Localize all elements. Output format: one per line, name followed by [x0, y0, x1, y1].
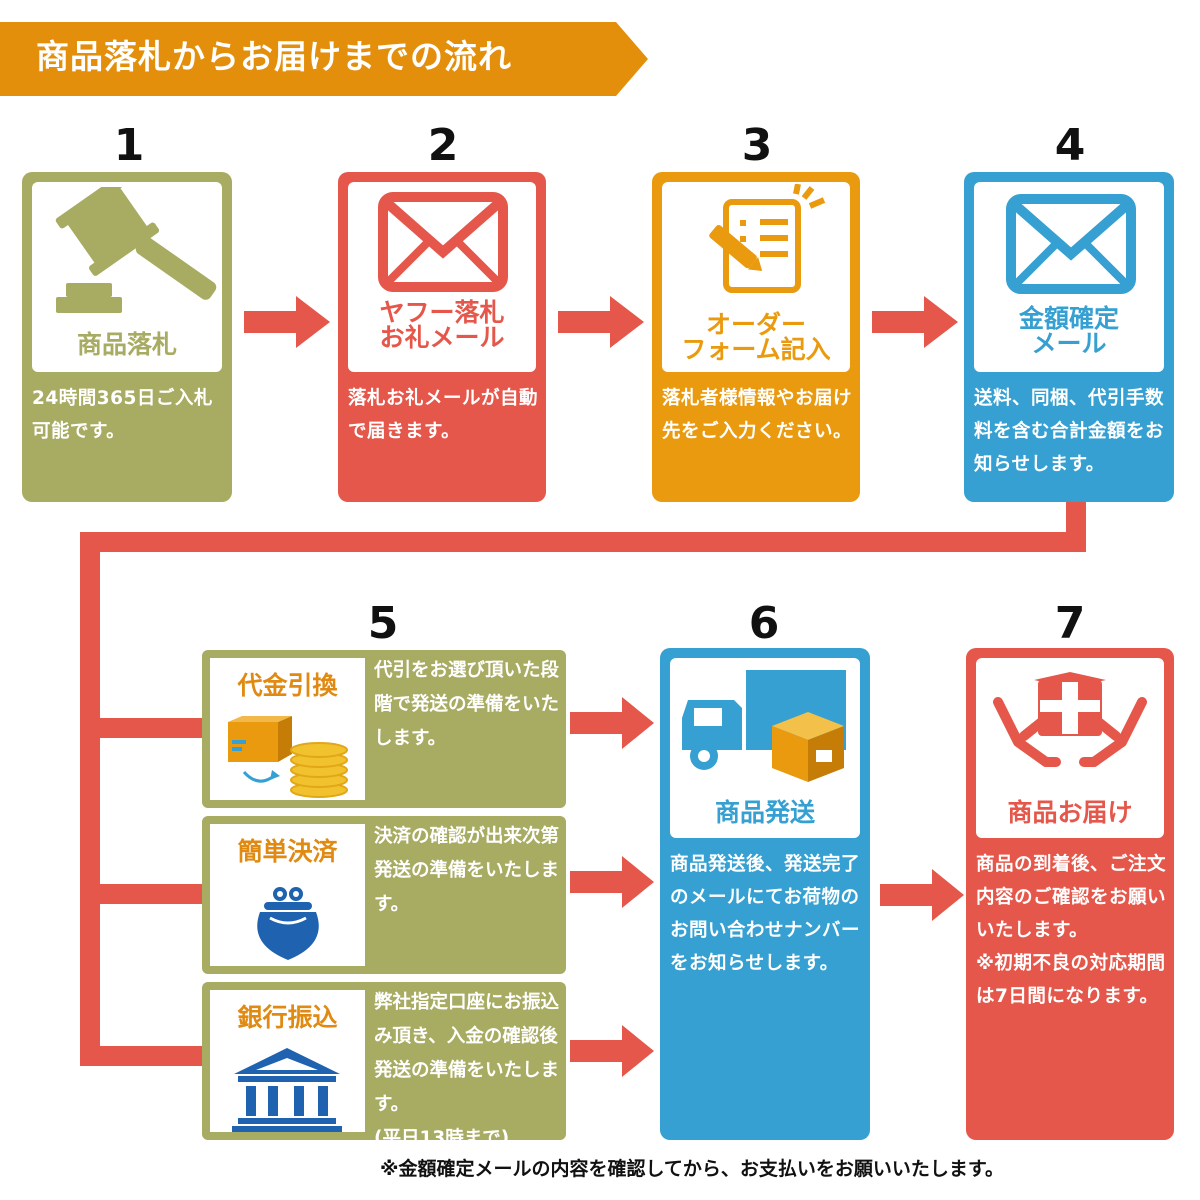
step-number-7: 7 [1054, 598, 1086, 649]
step-1-icon-panel: 商品落札 [32, 182, 222, 372]
step-number-2: 2 [427, 120, 459, 171]
step-6-description: 商品発送後、発送完了のメールにてお荷物のお問い合わせナンバーをお知らせします。 [670, 854, 861, 974]
step-2-description: 落札お礼メールが自動で届きます。 [348, 388, 539, 442]
step-3-label: オーダー フォーム記入 [681, 310, 831, 364]
step-card-3: オーダー フォーム記入 落札者様情報やお届け先をご入力ください。 [652, 172, 860, 502]
step-7-description: 商品の到着後、ご注文内容のご確認をお願いいたします。 ※初期不良の対応期間は7日… [976, 854, 1167, 1007]
step-4-description: 送料、同梱、代引手数料を含む合計金額をお知らせします。 [974, 388, 1165, 475]
step-3-icon-panel: オーダー フォーム記入 [662, 182, 850, 372]
step-1-description: 24時間365日ご入札可能です。 [32, 388, 213, 442]
envelope-icon [378, 192, 508, 292]
connector-to-payment-1 [80, 718, 204, 738]
step-number-6: 6 [748, 598, 780, 649]
payment-option-bank: 銀行振込 弊社指定口座にお振込み頂き、入金の確認後発送の準備をいたします。 (平… [202, 982, 566, 1149]
truck-box-icon [682, 670, 846, 782]
step-4-label: 金額確定 メール [1018, 304, 1119, 358]
step-6-icon-panel: 商品発送 [670, 658, 860, 838]
payment-easy-label: 簡単決済 [237, 837, 338, 866]
arrow-3-4 [872, 296, 958, 348]
step-number-1: 1 [113, 120, 145, 171]
connector-horizontal [80, 532, 1086, 552]
step-card-7: 商品お届け 商品の到着後、ご注文内容のご確認をお願いいたします。 ※初期不良の対… [966, 648, 1174, 1140]
step-3-description: 落札者様情報やお届け先をご入力ください。 [662, 388, 853, 442]
payment-cod-label: 代金引換 [237, 671, 338, 700]
connector-to-payment-3 [80, 1046, 204, 1066]
payment-easy-icon-panel: 簡単決済 [210, 824, 365, 966]
gavel-icon [55, 187, 217, 313]
connector-to-payment-2 [80, 884, 204, 904]
step-2-label: ヤフー落札 お礼メール [379, 298, 505, 352]
arrow-6-7 [880, 869, 964, 921]
arrow-1-2 [244, 296, 330, 348]
cash-on-delivery-icon [228, 716, 348, 798]
payment-cod-description: 代引をお選び頂いた段階で発送の準備をいたします。 [374, 660, 560, 749]
step-4-icon-panel: 金額確定 メール [974, 182, 1164, 372]
step-1-label: 商品落札 [76, 330, 177, 359]
connector-vertical-left [80, 532, 100, 1066]
form-pencil-icon [709, 184, 826, 293]
arrow-2-3 [558, 296, 644, 348]
payment-option-easy: 簡単決済 決済の確認が出来次第発送の準備をいたします。 [202, 816, 566, 974]
page-title: 商品落札からお届けまでの流れ [36, 37, 512, 76]
arrow-easy-6 [570, 856, 654, 908]
payment-bank-icon-panel: 銀行振込 [210, 990, 365, 1132]
header-banner [0, 22, 648, 96]
step-card-1: 商品落札 24時間365日ご入札可能です。 [22, 172, 232, 502]
arrow-cod-6 [570, 697, 654, 749]
bank-icon [232, 1048, 342, 1132]
coin-purse-icon [257, 887, 319, 960]
step-7-icon-panel: 商品お届け [976, 658, 1164, 838]
header-banner-shape [0, 22, 648, 96]
envelope-icon [1006, 194, 1136, 294]
payment-easy-description: 決済の確認が出来次第発送の準備をいたします。 [374, 826, 560, 915]
step-number-5: 5 [367, 598, 399, 649]
step-2-icon-panel: ヤフー落札 お礼メール [348, 182, 536, 372]
arrow-bank-6 [570, 1025, 654, 1077]
payment-cod-icon-panel: 代金引換 [210, 658, 365, 800]
step-card-2: ヤフー落札 お礼メール 落札お礼メールが自動で届きます。 [338, 172, 546, 502]
payment-option-cod: 代金引換 代引をお選び頂いた段階で発送の準備をいたします。 [202, 650, 566, 808]
step-number-3: 3 [741, 120, 773, 171]
step-number-4: 4 [1054, 120, 1086, 171]
payment-bank-description: 弊社指定口座にお振込み頂き、入金の確認後発送の準備をいたします。 (平日13時ま… [374, 992, 560, 1149]
payment-bank-label: 銀行振込 [237, 1003, 338, 1032]
step-7-label: 商品お届け [1007, 798, 1133, 827]
step-6-label: 商品発送 [714, 798, 815, 827]
hands-box-icon [993, 672, 1147, 767]
footnote: ※金額確定メールの内容を確認してから、お支払いをお願いいたします。 [380, 1158, 1005, 1180]
step-card-4: 金額確定 メール 送料、同梱、代引手数料を含む合計金額をお知らせします。 [964, 172, 1174, 502]
step-card-6: 商品発送 商品発送後、発送完了のメールにてお荷物のお問い合わせナンバーをお知らせ… [660, 648, 870, 1140]
